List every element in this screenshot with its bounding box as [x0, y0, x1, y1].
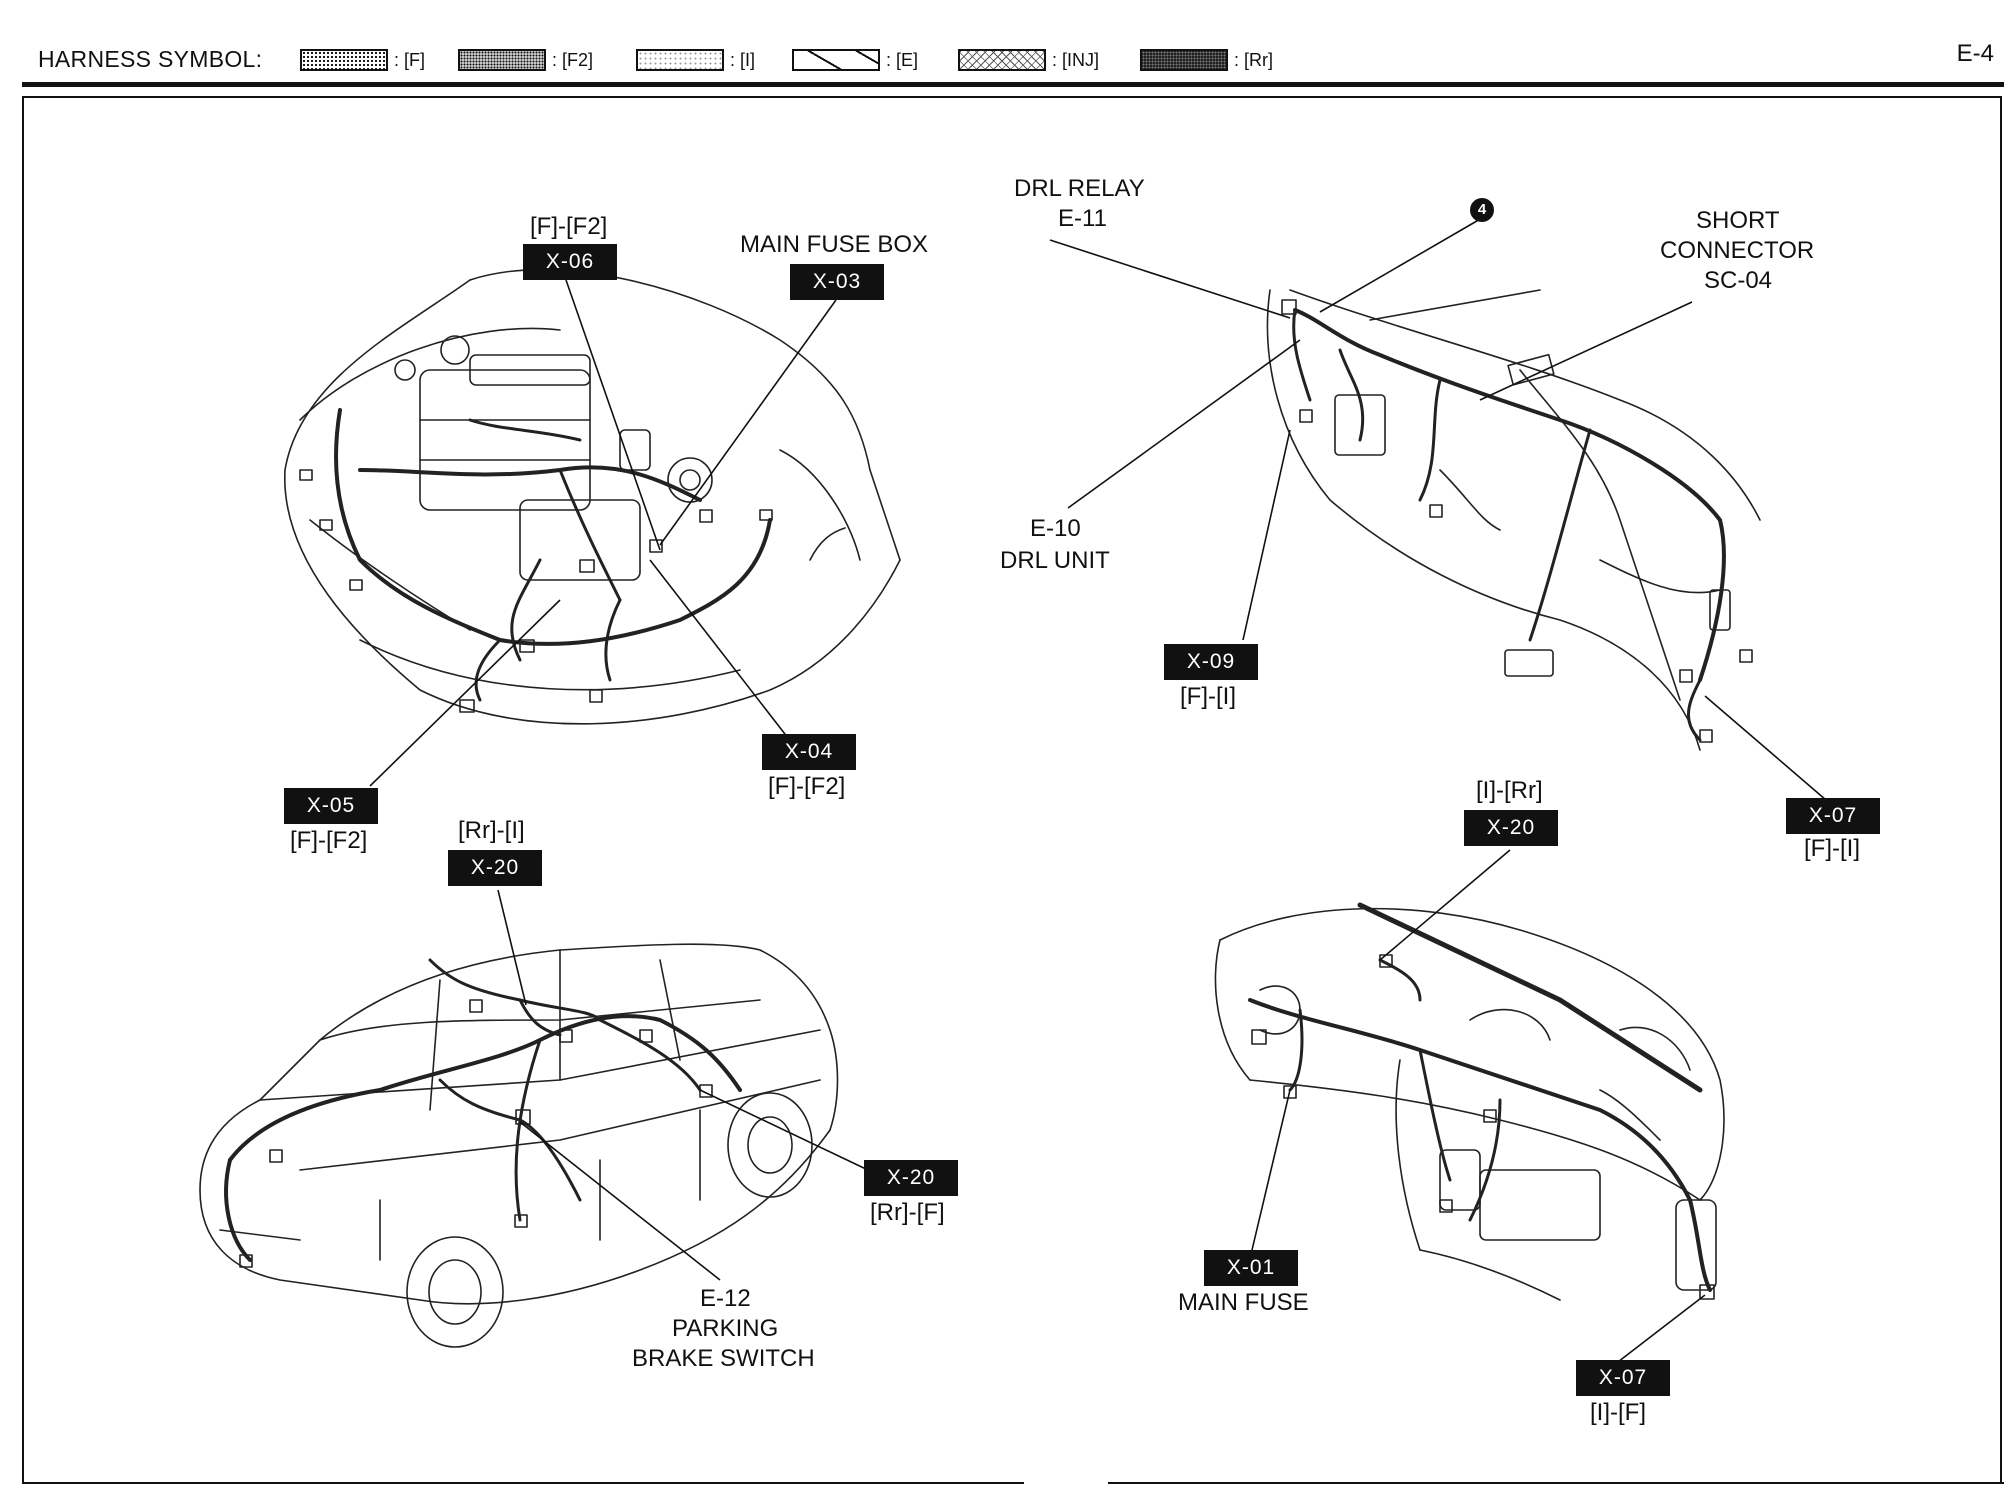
- engine-bay-illustration: [284, 268, 901, 725]
- main-fuse-label: MAIN FUSE: [1178, 1289, 1309, 1316]
- page-number: E-4: [1956, 40, 1994, 67]
- x07-drl-code-label: [F]-[I]: [1804, 835, 1860, 862]
- drl-harness-illustration: [1266, 289, 1761, 751]
- legend-label: : [INJ]: [1052, 49, 1100, 70]
- connector-tag-x04: X-04: [762, 734, 856, 770]
- connector-tag-x09: X-09: [1164, 644, 1258, 680]
- legend-item-e: : [E]: [792, 47, 918, 73]
- x20-i-rr-code-label: [I]-[Rr]: [1476, 777, 1543, 804]
- legend-label: : [E]: [886, 49, 919, 70]
- legend-swatch-cross: [958, 49, 1046, 71]
- harness-symbol-title: HARNESS SYMBOL:: [38, 46, 263, 72]
- legend-swatch-dense-dots: [458, 49, 546, 71]
- x06-code-label: [F]-[F2]: [530, 213, 608, 240]
- legend-swatch-dots: [300, 49, 388, 71]
- x07-dash-code-label: [I]-[F]: [1590, 1399, 1646, 1426]
- x20-rr-i-code-label: [Rr]-[I]: [458, 817, 525, 844]
- x20-rr-f-code-label: [Rr]-[F]: [870, 1199, 945, 1226]
- connector-tag-x20-dash: X-20: [1464, 810, 1558, 846]
- legend-item-i: : [I]: [636, 47, 755, 73]
- legend-item-rr: : [Rr]: [1140, 47, 1273, 73]
- connector-tag-x01: X-01: [1204, 1250, 1298, 1286]
- x05-code-label: [F]-[F2]: [290, 827, 368, 854]
- connector-tag-x20-car-top: X-20: [448, 850, 542, 886]
- connector-tag-x05: X-05: [284, 788, 378, 824]
- connector-label: CONNECTOR: [1660, 237, 1815, 264]
- header-rule: [22, 82, 2004, 87]
- connector-tag-x20-car-side: X-20: [864, 1160, 958, 1196]
- connector-tag-x07-drl: X-07: [1786, 798, 1880, 834]
- legend-label: : [F]: [394, 49, 425, 70]
- legend-label: : [Rr]: [1234, 49, 1273, 70]
- car-body-illustration: [199, 943, 839, 1348]
- sc04-label: SC-04: [1704, 267, 1773, 294]
- connector-tag-x03: X-03: [790, 264, 884, 300]
- legend-item-inj: : [INJ]: [958, 47, 1099, 73]
- connector-tag-x06: X-06: [523, 244, 617, 280]
- legend-label: : [I]: [730, 49, 756, 70]
- x04-code-label: [F]-[F2]: [768, 773, 846, 800]
- drl-relay-label: DRL RELAY: [1014, 175, 1145, 202]
- connector-tag-x07-dash: X-07: [1576, 1360, 1670, 1396]
- leader-lines: [369, 217, 1827, 1366]
- main-fuse-box-label: MAIN FUSE BOX: [740, 231, 929, 258]
- legend-swatch-hatch: [792, 49, 880, 71]
- frame-bottom-right: [1108, 1482, 2004, 1484]
- e10-label: E-10: [1030, 515, 1081, 542]
- legend-item-f: : [F]: [300, 47, 425, 73]
- frame-bottom-left: [22, 1482, 1024, 1484]
- dashboard-illustration: [1214, 902, 1725, 1301]
- legend-swatch-light: [636, 49, 724, 71]
- e12-label: E-12: [700, 1285, 751, 1312]
- legend-swatch-dark: [1140, 49, 1228, 71]
- brake-switch-label: BRAKE SWITCH: [632, 1345, 815, 1372]
- legend-label: : [F2]: [552, 49, 594, 70]
- x09-code-label: [F]-[I]: [1180, 683, 1236, 710]
- e11-label: E-11: [1058, 205, 1107, 232]
- parking-label: PARKING: [672, 1315, 779, 1342]
- diagram-frame: [22, 96, 2002, 1484]
- drl-unit-label: DRL UNIT: [1000, 547, 1110, 574]
- callout-marker-4: 4: [1470, 198, 1494, 222]
- legend-item-f2: : [F2]: [458, 47, 593, 73]
- short-label: SHORT: [1696, 207, 1780, 234]
